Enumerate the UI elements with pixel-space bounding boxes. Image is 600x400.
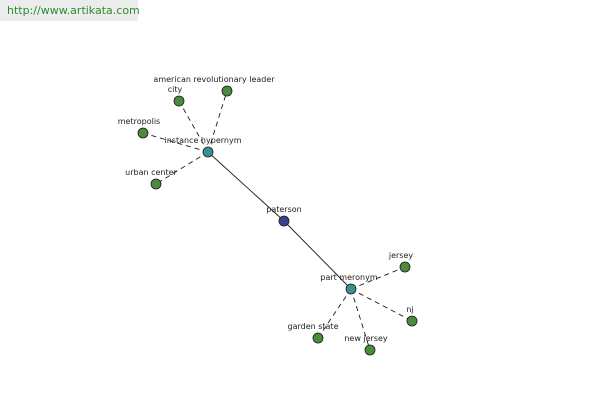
edge-part-meronym-to-jersey <box>350 266 406 290</box>
node-nj[interactable]: nj <box>406 305 418 327</box>
node-label-new-jersey: new jersey <box>344 334 388 343</box>
node-garden-state[interactable]: garden state <box>287 322 339 344</box>
edge-instance-hypernym-to-metropolis <box>142 132 209 153</box>
node-dot-jersey[interactable] <box>399 261 411 273</box>
edge-instance-hypernym-to-american-revolutionary-leader <box>207 90 228 153</box>
node-dot-new-jersey[interactable] <box>364 344 376 356</box>
site-url-link[interactable]: http://www.artikata.com <box>7 4 140 17</box>
node-new-jersey[interactable]: new jersey <box>344 334 388 356</box>
node-paterson[interactable]: paterson <box>266 205 302 227</box>
edge-instance-hypernym-to-urban-center <box>155 151 209 185</box>
node-label-metropolis: metropolis <box>118 117 160 126</box>
node-american-revolutionary-leader[interactable]: american revolutionary leader <box>153 75 275 97</box>
edge-instance-hypernym-to-city <box>178 100 209 153</box>
node-dot-urban-center[interactable] <box>150 178 162 190</box>
node-label-city: city <box>168 85 183 94</box>
node-label-part-meronym: part meronym <box>320 273 377 282</box>
node-metropolis[interactable]: metropolis <box>118 117 160 139</box>
node-label-paterson: paterson <box>266 205 301 214</box>
node-dot-paterson[interactable] <box>278 215 290 227</box>
node-dot-city[interactable] <box>173 95 185 107</box>
node-dot-american-revolutionary-leader[interactable] <box>221 85 233 97</box>
node-label-jersey: jersey <box>388 251 414 260</box>
node-label-nj: nj <box>406 305 413 314</box>
node-label-urban-center: urban center <box>125 168 177 177</box>
edge-part-meronym-to-new-jersey <box>350 288 371 351</box>
node-dot-part-meronym[interactable] <box>345 283 357 295</box>
node-dot-garden-state[interactable] <box>312 332 324 344</box>
node-dot-metropolis[interactable] <box>137 127 149 139</box>
edge-part-meronym-to-nj <box>350 288 413 322</box>
node-part-meronym[interactable]: part meronym <box>320 273 378 295</box>
url-bar: http://www.artikata.com <box>0 0 140 21</box>
node-jersey[interactable]: jersey <box>388 251 414 273</box>
node-city[interactable]: city <box>168 85 185 107</box>
node-dot-nj[interactable] <box>406 315 418 327</box>
node-label-instance-hypernym: instance hypernym <box>165 136 242 145</box>
node-dot-instance-hypernym[interactable] <box>202 146 214 158</box>
node-label-american-revolutionary-leader: american revolutionary leader <box>153 75 275 84</box>
node-urban-center[interactable]: urban center <box>125 168 178 190</box>
graph-nodes: paterson instance hypernym part meronym ame… <box>118 75 418 356</box>
node-instance-hypernym[interactable]: instance hypernym <box>165 136 242 158</box>
graph-edges <box>142 90 413 351</box>
edge-paterson-to-part-meronym <box>283 220 352 290</box>
edge-paterson-to-instance-hypernym <box>207 151 285 222</box>
edge-part-meronym-to-garden-state <box>317 288 352 339</box>
node-label-garden-state: garden state <box>287 322 338 331</box>
